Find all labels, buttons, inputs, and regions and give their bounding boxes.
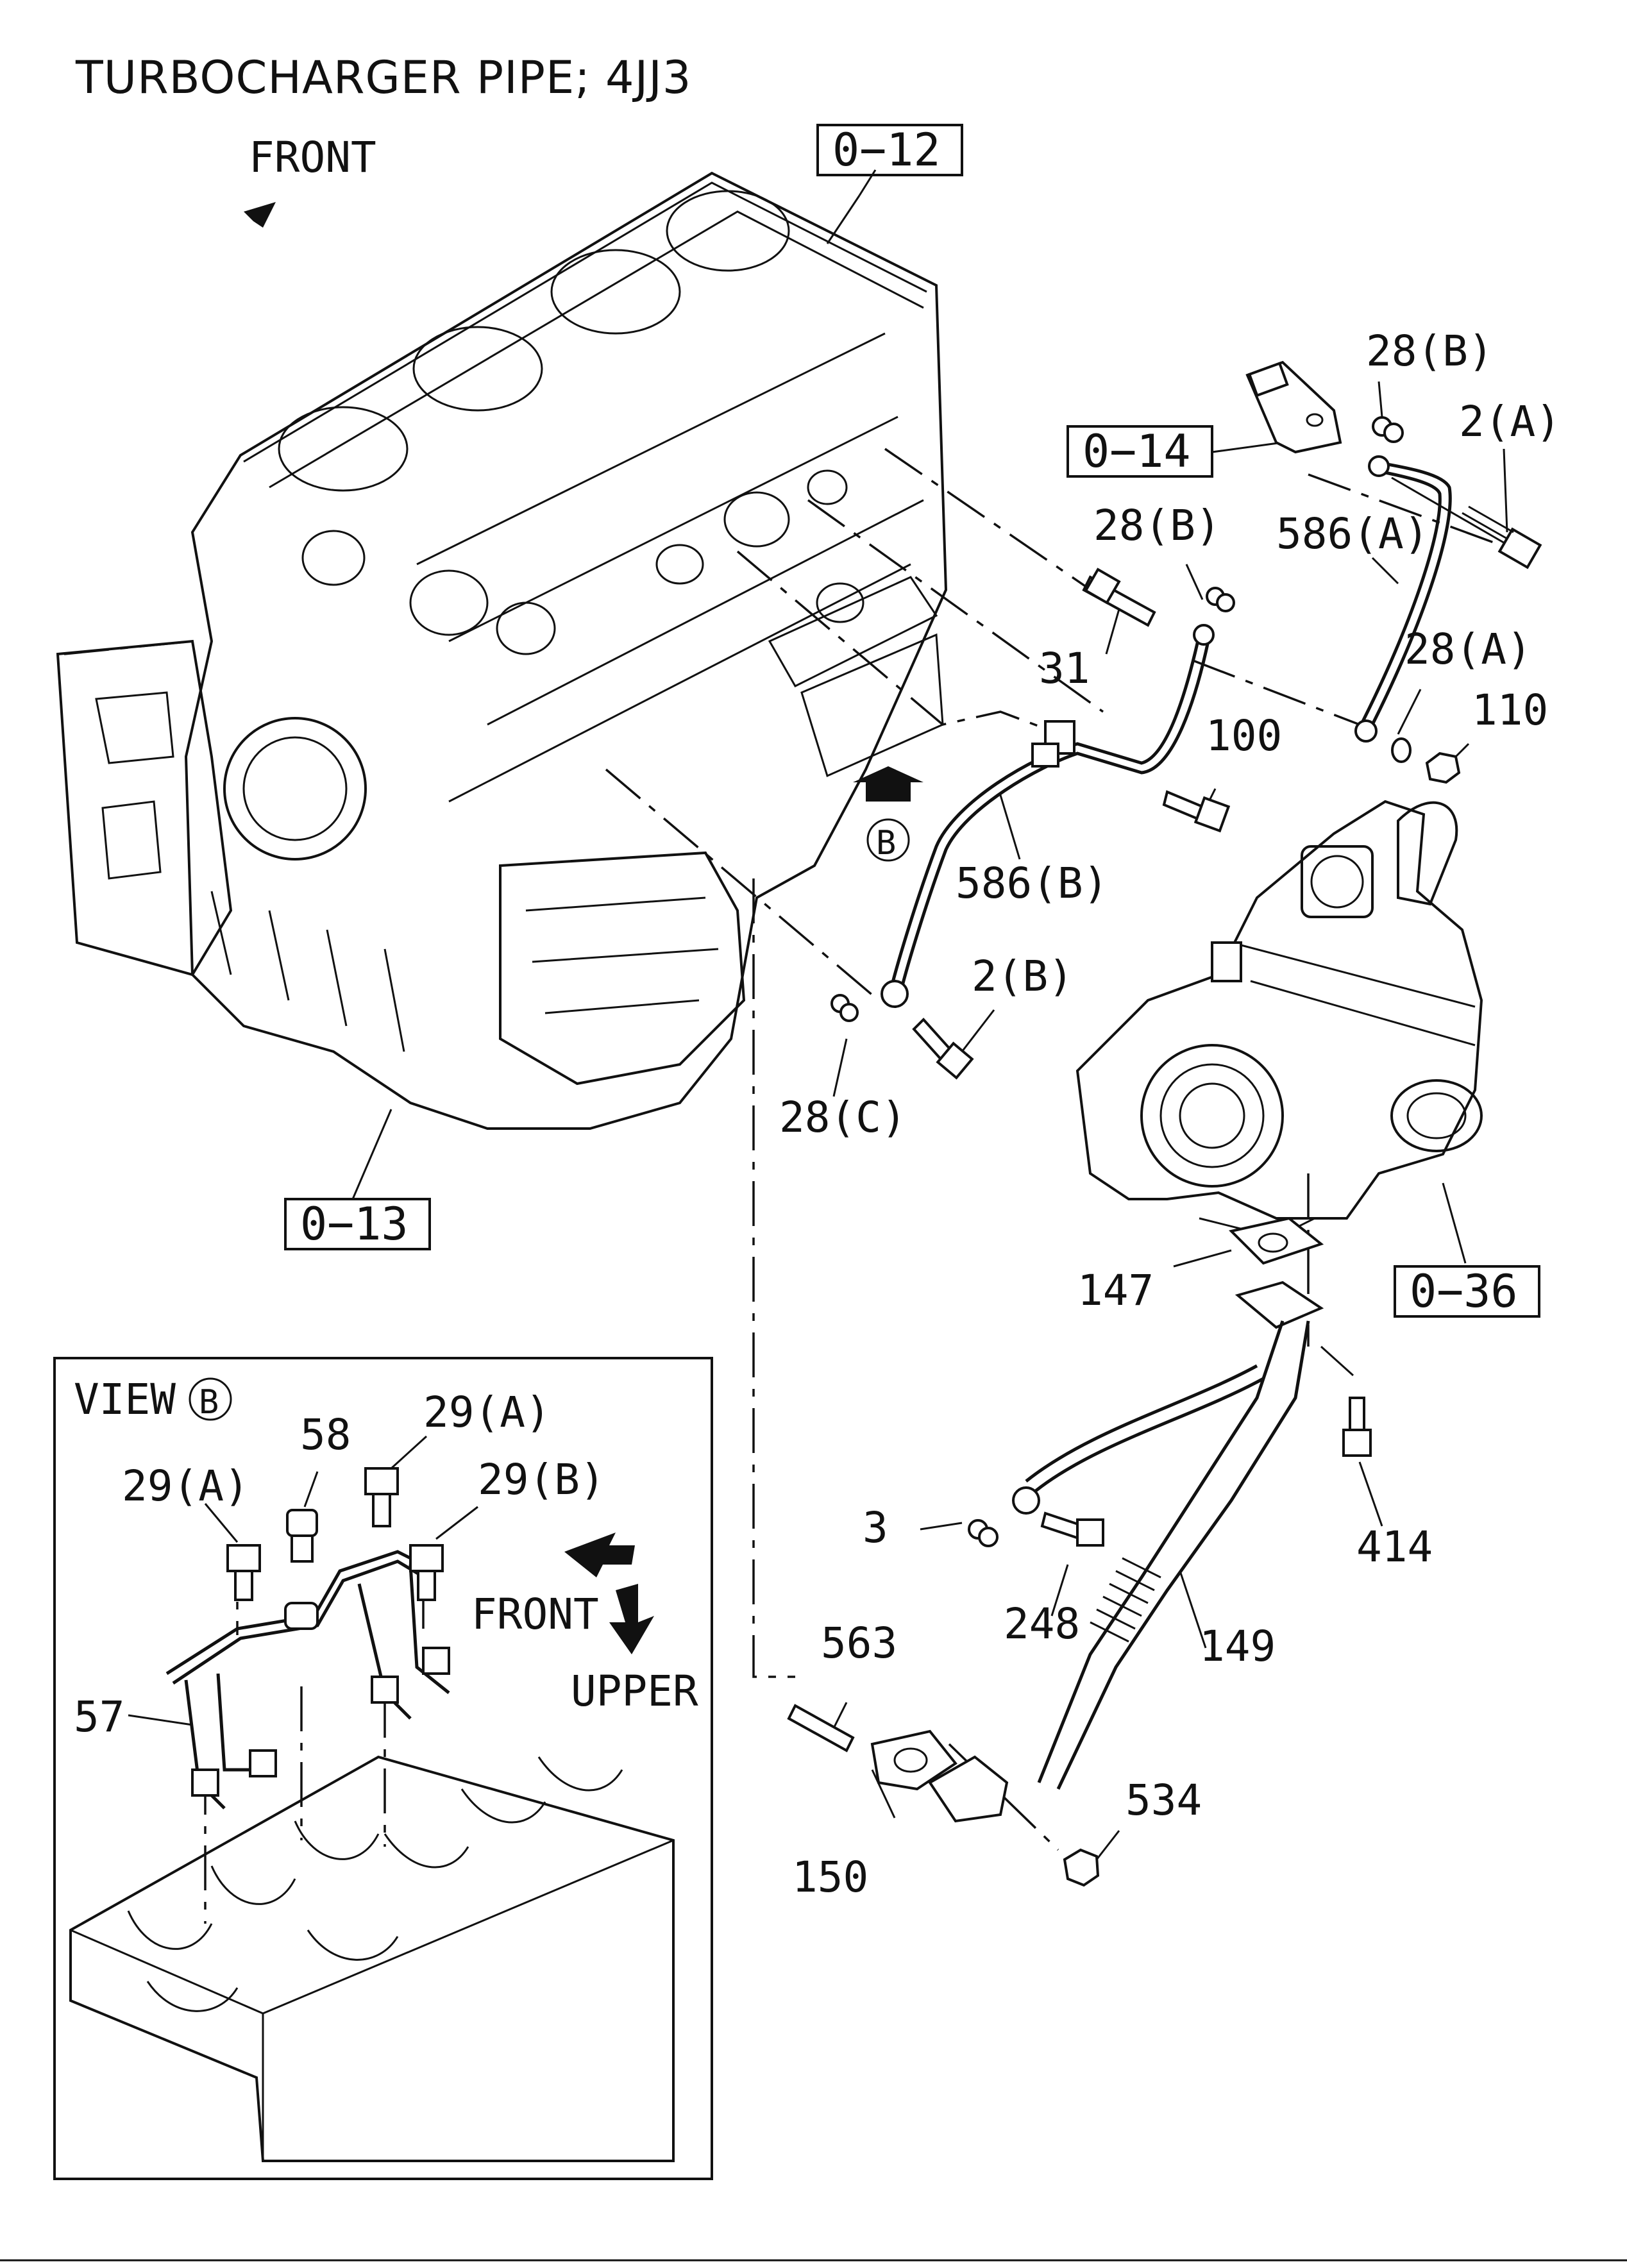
- front-label-inset: FRONT: [471, 1590, 599, 1639]
- view-b-inset: VIEW B FRONT UPPER: [53, 1357, 713, 2180]
- label-147: 147: [1077, 1266, 1154, 1315]
- label-563: 563: [821, 1618, 897, 1668]
- label-28a: 28(A): [1404, 625, 1532, 674]
- leader-lines: [63, 169, 1508, 1860]
- bush-58: [284, 1509, 319, 1630]
- view-marker-main: B: [876, 824, 896, 862]
- bolt-29b: [409, 1544, 444, 1601]
- label-58: 58: [300, 1410, 351, 1459]
- oil-jets-57: [165, 1550, 450, 1810]
- label-100: 100: [1206, 711, 1282, 760]
- label-248: 248: [1004, 1599, 1080, 1649]
- view-b-arrow: B: [853, 766, 923, 862]
- label-2a: 2(A): [1459, 397, 1561, 446]
- bolt-414: [1342, 1397, 1372, 1457]
- label-29a-2: 29(A): [423, 1388, 551, 1437]
- hose-586a: [1370, 460, 1452, 726]
- upper-label-inset: UPPER: [571, 1667, 698, 1716]
- sensor-part: [1245, 360, 1342, 454]
- bolt-2b: [912, 1018, 974, 1080]
- gasket-147: [1229, 1216, 1324, 1265]
- nut-534: [1063, 1848, 1100, 1887]
- label-28b-mid: 28(B): [1093, 501, 1221, 550]
- label-534: 534: [1125, 1776, 1202, 1825]
- part-labels: 28(B) 2(A) 28(B) 586(A) 31 28(A) 110 100…: [779, 326, 1561, 1902]
- label-149: 149: [1199, 1622, 1276, 1671]
- svg-text:0−14: 0−14: [1083, 425, 1191, 478]
- view-marker-inset: B: [199, 1383, 219, 1422]
- clip-28c: [830, 994, 859, 1022]
- engine-block: [56, 171, 948, 1130]
- label-57: 57: [74, 1692, 124, 1742]
- label-414: 414: [1356, 1522, 1433, 1572]
- label-28b-top: 28(B): [1366, 326, 1494, 376]
- bolt-100: [1162, 790, 1231, 833]
- front-arrow-main: FRONT: [208, 133, 376, 234]
- front-arrow-inset: [564, 1533, 635, 1577]
- diagram-title: TURBOCHARGER PIPE; 4JJ3: [76, 51, 692, 104]
- stud-563: [787, 1704, 855, 1752]
- bolt-29a-mid: [364, 1467, 399, 1527]
- washer-28a: [1391, 737, 1412, 763]
- gasket-150: [870, 1729, 957, 1791]
- label-110: 110: [1472, 685, 1548, 735]
- parts-main: [787, 360, 1542, 1887]
- view-label: VIEW: [74, 1375, 176, 1424]
- svg-text:0−36: 0−36: [1410, 1265, 1518, 1318]
- label-29a-1: 29(A): [122, 1461, 249, 1511]
- pipe-586b: [889, 634, 1201, 988]
- front-arrow-icon: [208, 202, 276, 234]
- clip-28b-top: [1372, 416, 1404, 443]
- ref-box-036: 0−36: [1394, 1265, 1540, 1318]
- label-3: 3: [863, 1503, 888, 1552]
- label-31: 31: [1039, 644, 1090, 693]
- label-150: 150: [792, 1852, 868, 1902]
- ref-box-012: 0−12: [816, 124, 963, 176]
- label-586a: 586(A): [1276, 509, 1429, 559]
- bolt-248: [1040, 1511, 1104, 1547]
- label-28c: 28(C): [779, 1093, 907, 1142]
- nut-110: [1425, 752, 1461, 784]
- stud-31: [1082, 567, 1156, 627]
- front-label-main: FRONT: [249, 133, 376, 182]
- label-2b: 2(B): [972, 952, 1074, 1001]
- bolt-2a: [1391, 476, 1542, 569]
- svg-text:0−13: 0−13: [300, 1198, 409, 1250]
- clip-3: [968, 1519, 999, 1547]
- svg-text:0−12: 0−12: [832, 124, 941, 176]
- label-29b: 29(B): [478, 1455, 605, 1504]
- bolt-29a-left: [226, 1544, 261, 1601]
- upper-arrow-inset: [609, 1584, 654, 1654]
- ref-box-013: 0−13: [284, 1198, 431, 1250]
- label-586b: 586(B): [956, 859, 1108, 908]
- clip-28b-mid: [1206, 587, 1235, 612]
- turbocharger: [1075, 800, 1483, 1239]
- pipe-149: [928, 1281, 1324, 1823]
- ref-box-014: 0−14: [1066, 425, 1213, 478]
